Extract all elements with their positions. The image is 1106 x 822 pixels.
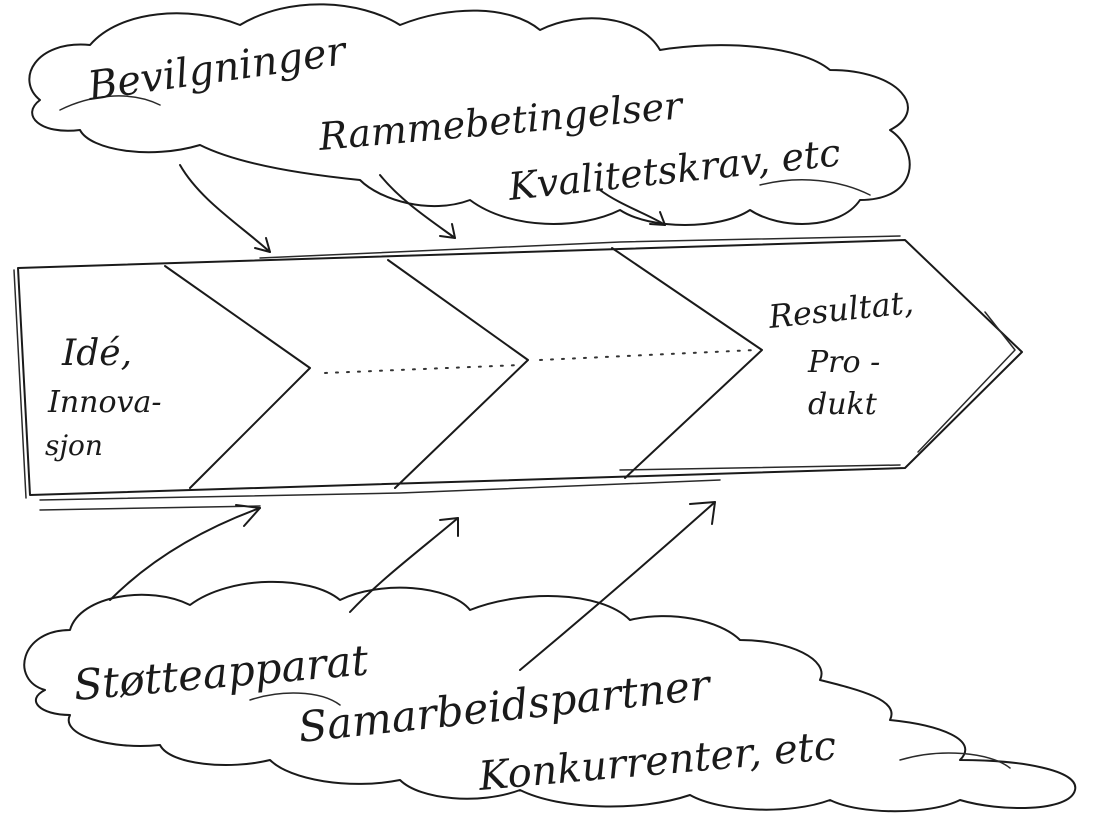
top-cloud-inner-arc-2 (759, 179, 871, 196)
bottom-arrow-1 (109, 507, 261, 601)
bottom-arrow-2 (349, 517, 459, 613)
top-cloud-line-1: Bevilgninger (84, 28, 351, 110)
bottom-arrow-2-head (439, 517, 459, 537)
top-arrow-3 (599, 189, 666, 226)
top-cloud-inner-arc-1 (59, 95, 161, 111)
stage-end-line-1: Resultat, (766, 283, 915, 336)
top-arrow-1-head (254, 237, 271, 253)
top-cloud-outline (28, 3, 911, 226)
process-arrow-bottom-double (39, 479, 721, 501)
chevron-divider-1 (164, 265, 311, 489)
chevron-divider-3 (611, 247, 763, 479)
process-arrow-top-double (259, 235, 901, 259)
stage-start-line-1: Idé, (61, 333, 132, 374)
top-arrow-2-head (439, 223, 456, 239)
top-cloud-line-2: Rammebetingelser (316, 83, 687, 159)
top-arrow-2 (379, 174, 456, 239)
top-cloud-line-3: Kvalitetskrav, etc (505, 130, 842, 209)
stage-start-line-3: sjon (45, 429, 103, 462)
bottom-arrow-3-head (689, 501, 716, 525)
process-arrow-tip-double (917, 311, 1016, 453)
stage-end-line-2: Pro - (807, 345, 880, 380)
bottom-cloud-line-1: Støtteapparat (72, 635, 371, 710)
stage-end-line-3: dukt (808, 387, 878, 422)
center-dotted-line-1 (324, 364, 521, 374)
top-arrow-1 (179, 164, 271, 253)
center-dotted-line-2 (539, 349, 756, 361)
bottom-cloud-inner-arc-1 (249, 692, 341, 706)
bottom-cloud-outline (23, 580, 1077, 813)
bottom-arrow-1-head (235, 504, 261, 527)
process-arrow-outline (17, 239, 1023, 496)
bottom-cloud-line-3: Konkurrenter, etc (476, 723, 838, 800)
bottom-cloud-inner-arc-2 (899, 752, 1011, 769)
bottom-arrow-3 (519, 501, 716, 671)
process-arrow-bottom-double-2 (39, 505, 261, 511)
chevron-divider-2 (387, 259, 529, 489)
stage-start-line-2: Innova- (47, 385, 162, 420)
process-arrow-bottom-double-3 (619, 464, 901, 471)
top-arrow-3-head (649, 211, 666, 226)
process-arrow-left-edge (13, 269, 27, 499)
